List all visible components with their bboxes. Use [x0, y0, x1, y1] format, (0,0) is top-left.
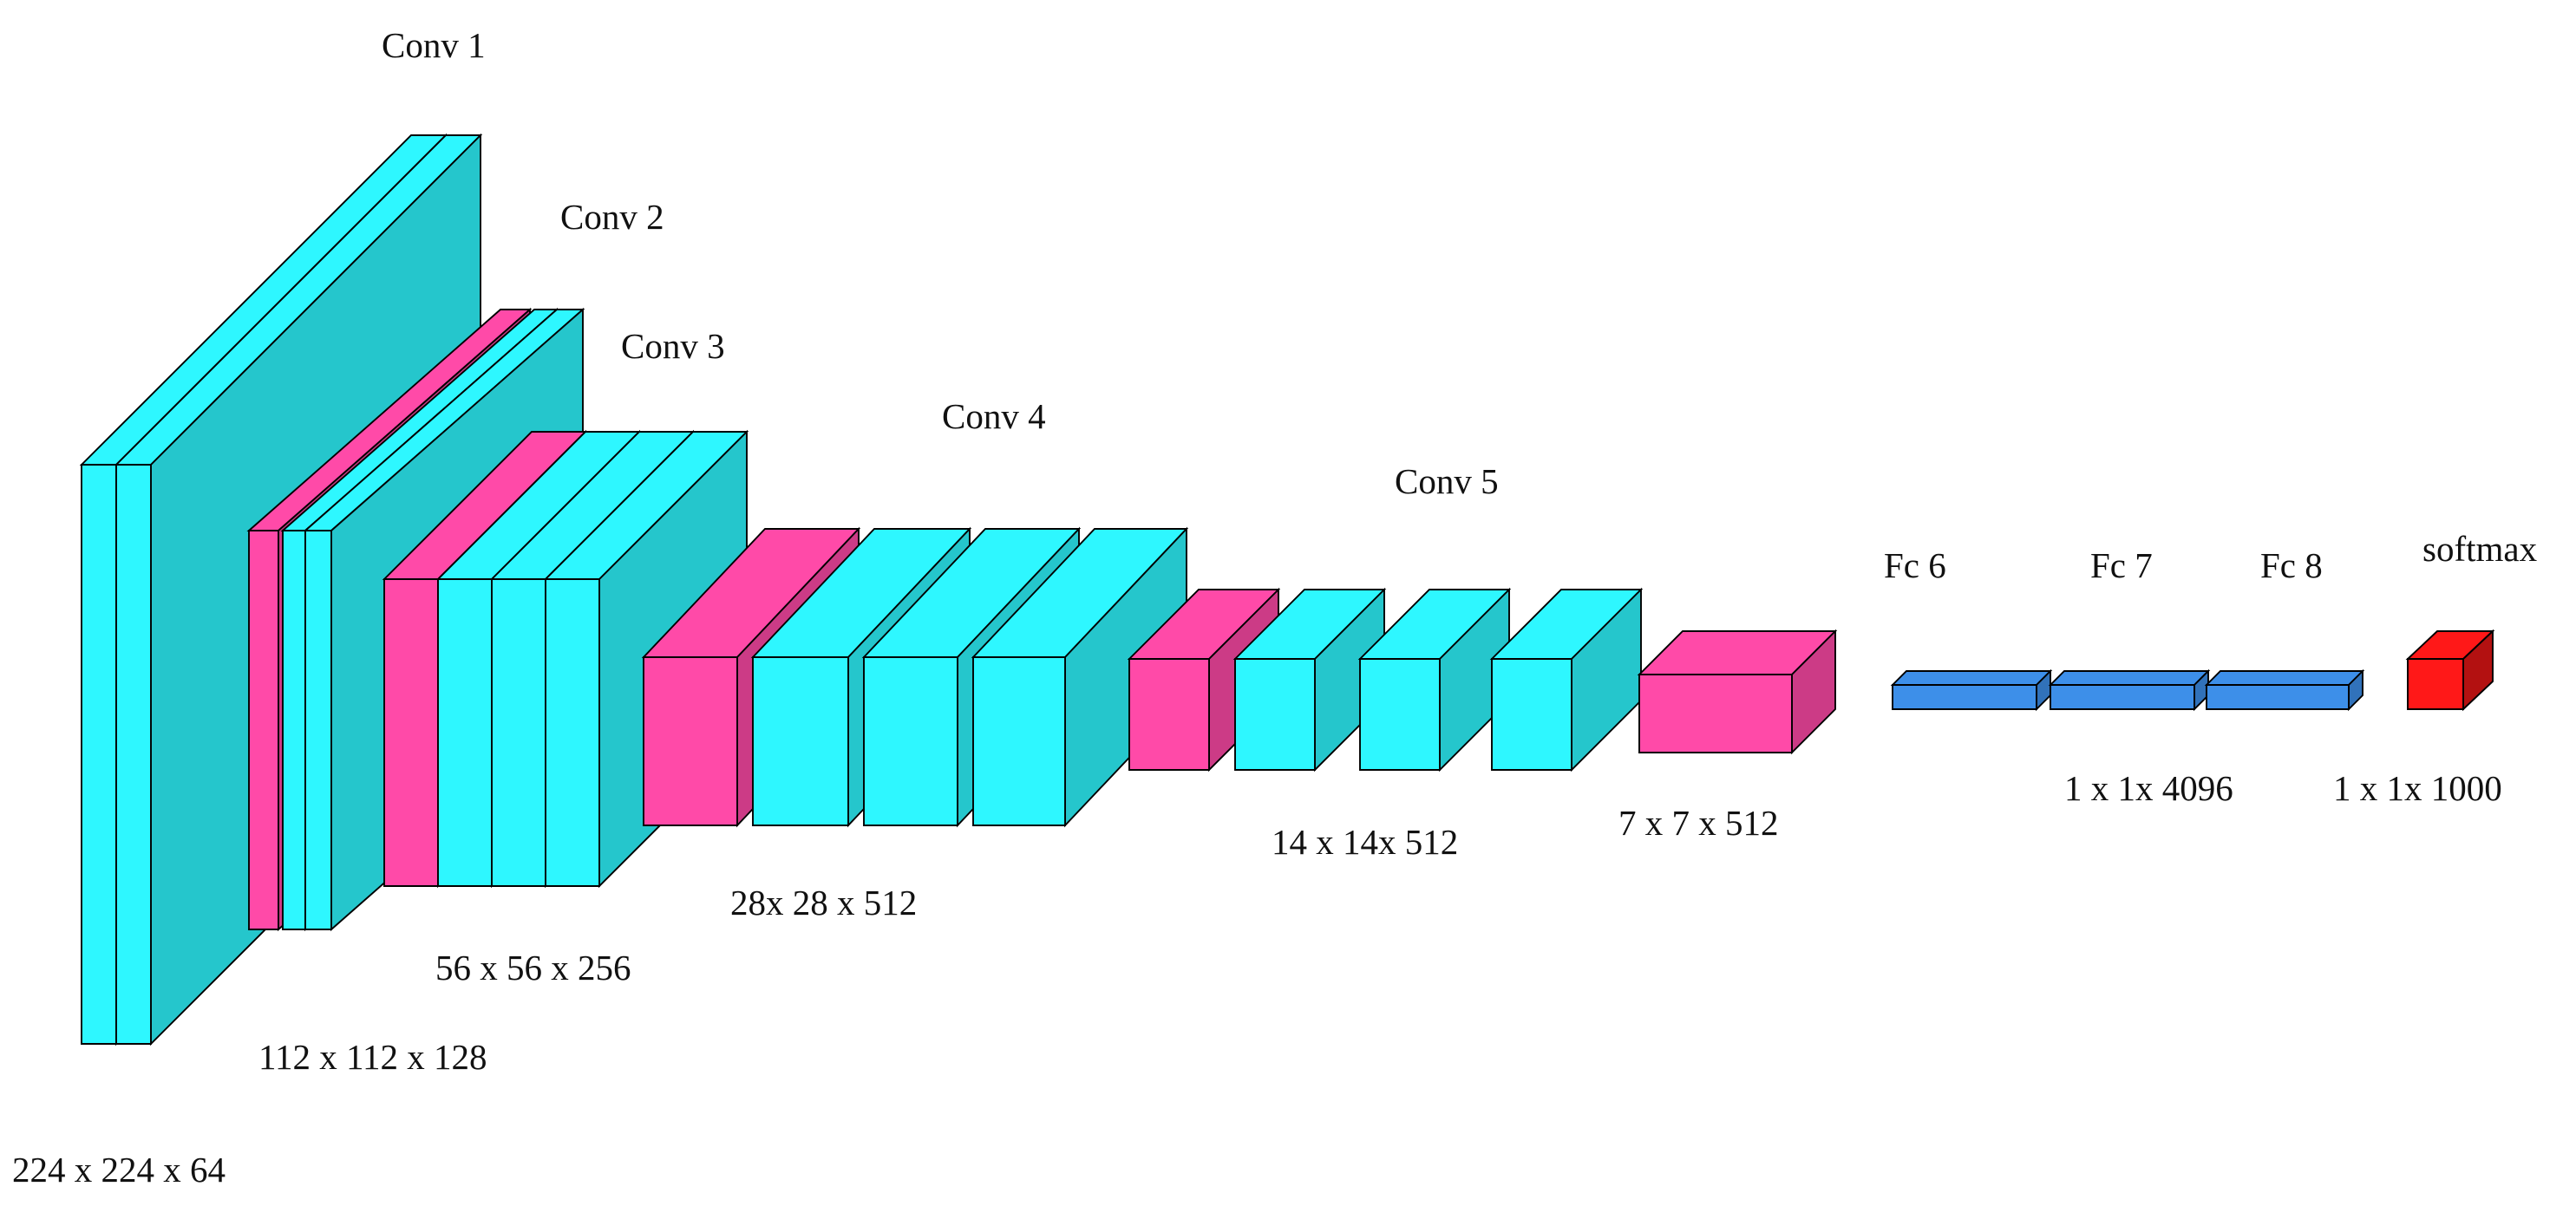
- softmax-layer: [2405, 629, 2495, 712]
- conv1-layer-1-front: [81, 464, 117, 1045]
- label-fc8: Fc 8: [2260, 545, 2323, 585]
- label-conv1: Conv 1: [382, 25, 486, 65]
- conv4-layer-2-front: [863, 656, 958, 826]
- pool1-layer-front: [248, 530, 279, 930]
- label-fc7: Fc 7: [2090, 545, 2153, 585]
- conv3-layer-3-front: [545, 578, 600, 887]
- fc6-layer: [1890, 668, 2053, 712]
- conv2-layer-1-front: [282, 530, 306, 930]
- fc8-layer: [2204, 668, 2365, 712]
- dim-28x28x512: 28x 28 x 512: [730, 883, 917, 922]
- fc7-layer: [2048, 668, 2211, 712]
- label-conv3: Conv 3: [621, 326, 725, 366]
- label-conv2: Conv 2: [560, 197, 664, 237]
- conv5-layer-3-front: [1491, 658, 1572, 771]
- fc7-layer-top: [2048, 670, 2211, 686]
- dim-1x1x1000: 1 x 1x 1000: [2333, 768, 2502, 808]
- conv2-layer-2-front: [304, 530, 332, 930]
- conv3-layer-2-front: [491, 578, 546, 887]
- fc7-layer-front: [2050, 684, 2195, 710]
- pool3-layer-front: [643, 656, 738, 826]
- dim-112x112x128: 112 x 112 x 128: [258, 1037, 487, 1077]
- conv5-layer-2-front: [1359, 658, 1441, 771]
- dim-1x1x4096: 1 x 1x 4096: [2064, 768, 2233, 808]
- conv4-layer-3-front: [972, 656, 1066, 826]
- dim-56x56x256: 56 x 56 x 256: [435, 948, 631, 988]
- conv1-layer-2-front: [115, 464, 152, 1045]
- pool2-layer-front: [383, 578, 439, 887]
- conv4-layer-3: [971, 526, 1189, 828]
- fc6-layer-front: [1892, 684, 2037, 710]
- dim-14x14x512: 14 x 14x 512: [1272, 822, 1458, 862]
- conv4-layer-1-front: [752, 656, 849, 826]
- pool5-layer-front: [1638, 674, 1793, 753]
- layer-labels: Conv 1 Conv 2 Conv 3 Conv 4 Conv 5 Fc 6 …: [382, 25, 2537, 585]
- fc6-layer-top: [1890, 670, 2053, 686]
- conv5-layer-2: [1357, 587, 1512, 772]
- dim-7x7x512: 7 x 7 x 512: [1618, 803, 1779, 843]
- conv5-layer-1: [1232, 587, 1387, 772]
- label-conv4: Conv 4: [942, 396, 1046, 436]
- conv5-layer-3: [1489, 587, 1644, 772]
- softmax-layer-front: [2407, 658, 2464, 710]
- label-conv5: Conv 5: [1395, 461, 1499, 501]
- dimension-labels: 224 x 224 x 64 112 x 112 x 128 56 x 56 x…: [12, 768, 2502, 1190]
- layer-blocks: [79, 133, 2495, 1046]
- fc8-layer-front: [2206, 684, 2350, 710]
- fc8-layer-top: [2204, 670, 2365, 686]
- label-softmax: softmax: [2422, 529, 2537, 569]
- pool4-layer-front: [1128, 658, 1210, 771]
- dim-224x224x64: 224 x 224 x 64: [12, 1150, 226, 1190]
- conv3-layer-1-front: [437, 578, 493, 887]
- pool5-layer: [1637, 629, 1838, 755]
- label-fc6: Fc 6: [1884, 545, 1946, 585]
- conv5-layer-1-front: [1234, 658, 1316, 771]
